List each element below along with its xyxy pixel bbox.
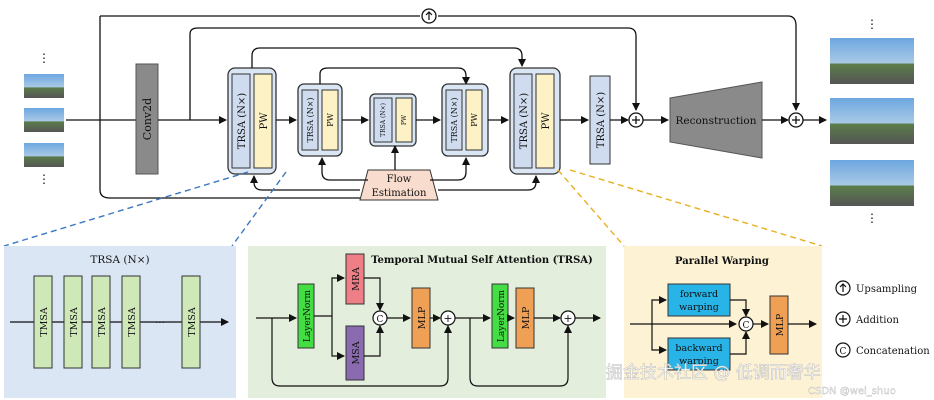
msa-block [345, 325, 365, 381]
flow-estimation-block [359, 169, 439, 201]
output-frame-2 [830, 98, 914, 144]
pw-label-1: PW [259, 112, 270, 130]
svg-text:+: + [443, 312, 452, 325]
forward-label-1: forward [680, 289, 718, 300]
svg-text:MLP: MLP [521, 306, 532, 329]
svg-text:TMSA: TMSA [39, 307, 50, 337]
svg-text:C: C [743, 321, 750, 331]
backward-label-1: backward [675, 343, 722, 354]
svg-text:TMSA: TMSA [69, 307, 80, 337]
trsa-label-5: TRSA (N×) [519, 93, 530, 149]
trsa-panel-title: TRSA (N×) [90, 254, 149, 266]
reconstruction-block [669, 81, 763, 159]
pw-panel [624, 246, 822, 398]
pw-label-2: PW [326, 112, 335, 126]
svg-text:LayerNorm: LayerNorm [303, 289, 313, 342]
output-frames: ⋮ ⋮ [830, 17, 914, 225]
trsa-block-1 [231, 73, 251, 169]
svg-text:MLP: MLP [775, 313, 786, 336]
conv2d-label: Conv2d [141, 98, 154, 140]
dots-out-top: ⋮ [866, 17, 878, 31]
legend-concat-icon [835, 342, 851, 358]
svg-text:C: C [377, 315, 384, 325]
legend-upsampling-label: Upsampling [856, 284, 918, 295]
conv2d-block [135, 63, 159, 175]
attn-panel-title: Temporal Mutual Self Attention (TRSA) [371, 255, 593, 266]
trsa-label-2: TRSA (N×) [306, 97, 315, 142]
input-frames: ⋮ ⋮ [24, 51, 64, 186]
output-frame-1 [830, 38, 914, 84]
flow-label-2: Estimation [372, 188, 427, 199]
svg-text:MRA: MRA [351, 267, 362, 291]
dots-top: ⋮ [38, 51, 50, 65]
svg-text:+: + [563, 312, 572, 325]
pw-label-3: PW [401, 114, 408, 125]
backward-label-2: warping [679, 356, 719, 367]
svg-text:TMSA: TMSA [187, 307, 198, 337]
svg-text:C: C [840, 347, 847, 357]
input-frame-2 [24, 108, 64, 132]
svg-text:MSA: MSA [351, 341, 362, 364]
pw-mlp-block [769, 295, 789, 355]
reconstruction-label: Reconstruction [675, 115, 756, 127]
input-frame-3 [24, 143, 64, 167]
mra-block [345, 253, 365, 305]
watermark-cn: 掘金技术社区 @ 低调而奢华 [606, 363, 821, 383]
backward-warping-block [667, 337, 731, 371]
legend: Upsampling Addition C Concatenation [835, 280, 930, 358]
output-frame-3 [830, 160, 914, 206]
watermark-csdn: CSDN @wei_shuo [808, 386, 896, 397]
pw-label-5: PW [541, 112, 552, 130]
pw-label-4: PW [470, 112, 479, 126]
dots-out-bottom: ⋮ [866, 211, 878, 225]
tmsa-blocks: TMSA TMSA TMSA TMSA TMSA ··· [33, 275, 201, 369]
svg-text:MLP: MLP [417, 306, 428, 329]
trsa-label-4: TRSA (N×) [450, 97, 459, 142]
input-frame-1 [24, 74, 64, 98]
trsa-label-3: TRSA (N×) [380, 103, 387, 137]
pw-block-1 [253, 73, 273, 169]
forward-warping-block [667, 283, 731, 317]
svg-text:TMSA: TMSA [97, 307, 108, 337]
svg-text:LayerNorm: LayerNorm [497, 289, 507, 342]
flow-label-1: Flow [387, 174, 412, 185]
trsa-label-1: TRSA (N×) [237, 93, 248, 149]
dots-bottom: ⋮ [38, 172, 50, 186]
trsa-final-label: TRSA (N×) [596, 92, 607, 148]
legend-concat-label: Concatenation [856, 346, 930, 357]
svg-text:TMSA: TMSA [127, 307, 138, 337]
forward-label-2: warping [679, 302, 719, 313]
legend-addition-label: Addition [855, 315, 899, 326]
pw-panel-title: Parallel Warping [675, 256, 769, 267]
svg-text:···: ··· [155, 318, 165, 329]
